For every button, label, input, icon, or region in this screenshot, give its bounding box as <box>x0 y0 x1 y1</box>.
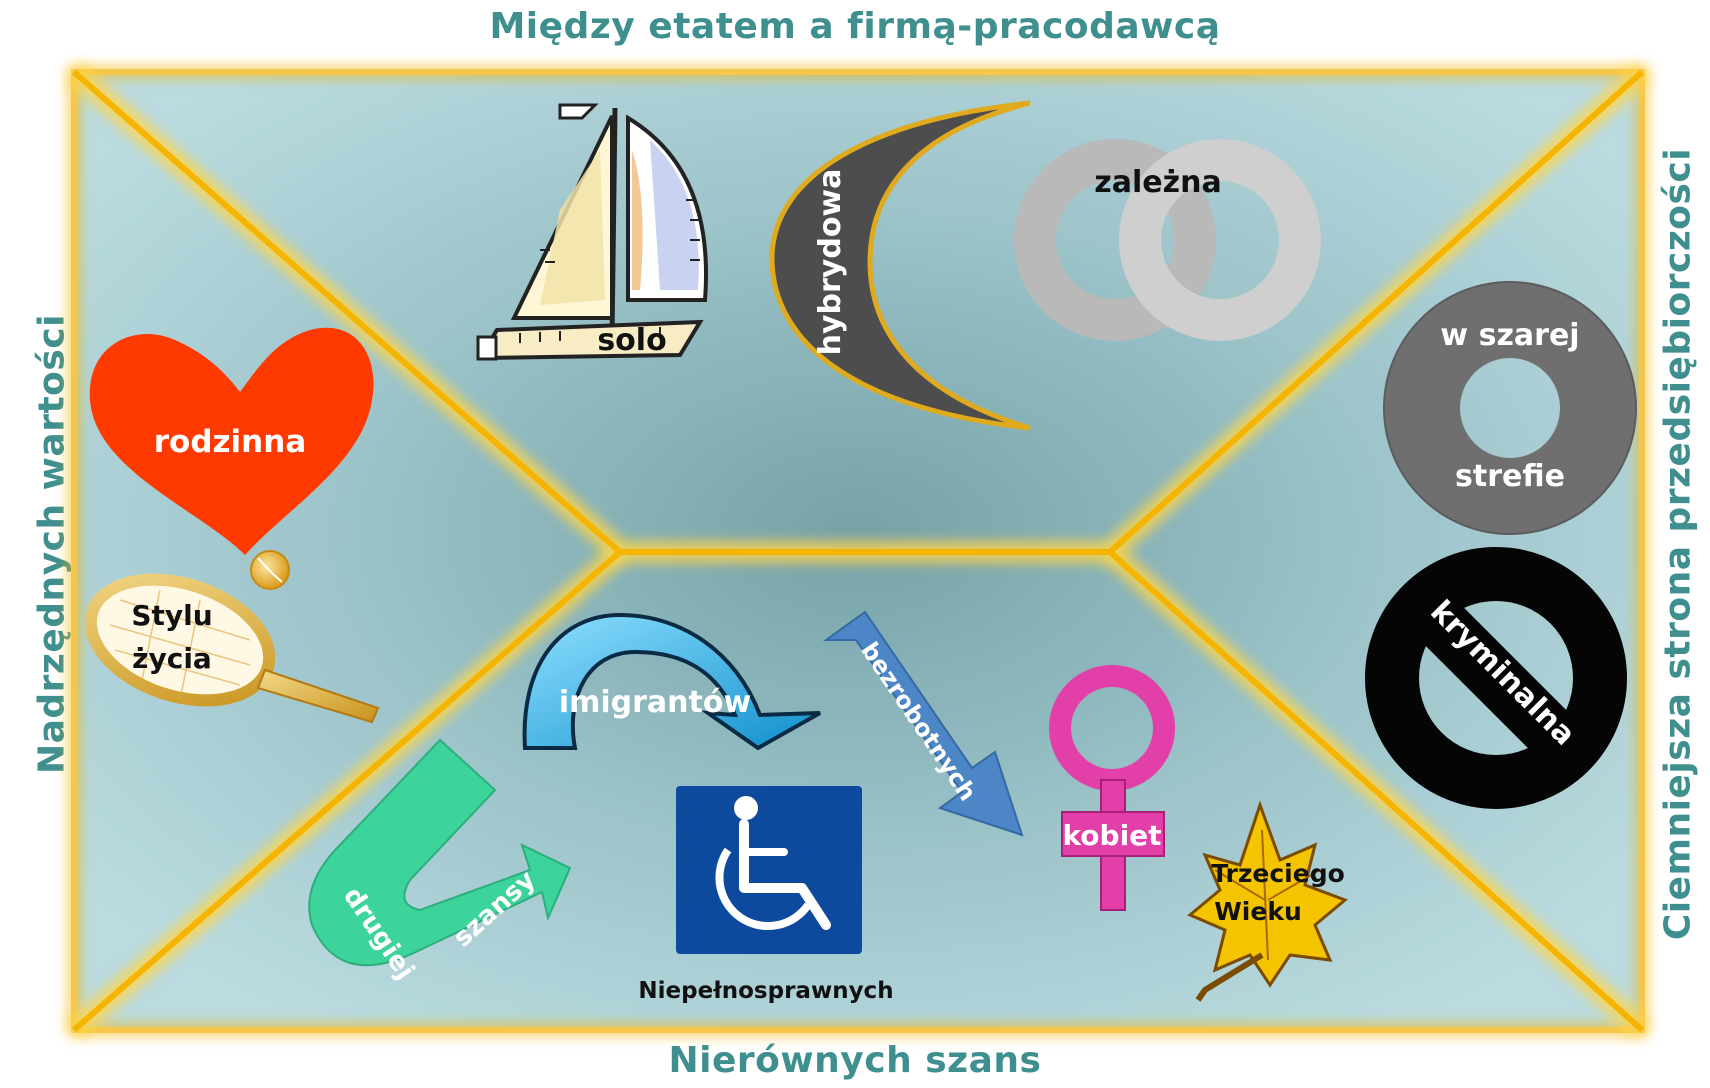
gray-ring-icon: w szarej strefie <box>1383 281 1637 535</box>
imigrantow-label: imigrantów <box>559 685 751 720</box>
wieku-label: Wieku <box>1214 897 1302 926</box>
curved-arrow-icon: imigrantów <box>522 612 821 751</box>
divider-lines <box>66 63 1650 1039</box>
interlocked-rings-icon: zależna <box>1014 139 1321 341</box>
niepelnosprawnych-label: Niepełnosprawnych <box>638 978 893 1004</box>
w-szarej-label: w szarej <box>1440 318 1579 353</box>
tennis-racket-icon: Stylu życia <box>84 550 380 724</box>
title-top: Między etatem a firmą-pracodawcą <box>489 6 1221 47</box>
kobiet-label: kobiet <box>1062 819 1161 852</box>
maple-leaf-icon: Trzeciego Wieku <box>1187 800 1348 1002</box>
venus-symbol-icon: kobiet <box>1049 665 1175 911</box>
solo-label: solo <box>597 323 666 358</box>
zalezna-label: zależna <box>1094 165 1221 200</box>
crescent-icon: hybrydowa <box>769 100 1031 431</box>
zycia-label: życia <box>132 642 212 675</box>
sailboat-icon: solo <box>476 103 708 361</box>
rodzinna-label: rodzinna <box>154 424 307 460</box>
title-bottom: Nierównych szans <box>668 1040 1042 1081</box>
hybrydowa-label: hybrydowa <box>813 169 848 356</box>
heart-icon: rodzinna <box>89 327 374 555</box>
wheelchair-icon: Niepełnosprawnych <box>638 786 894 1004</box>
trzeciego-label: Trzeciego <box>1211 859 1345 888</box>
stylu-label: Stylu <box>131 599 212 632</box>
strefie-label: strefie <box>1455 459 1565 494</box>
